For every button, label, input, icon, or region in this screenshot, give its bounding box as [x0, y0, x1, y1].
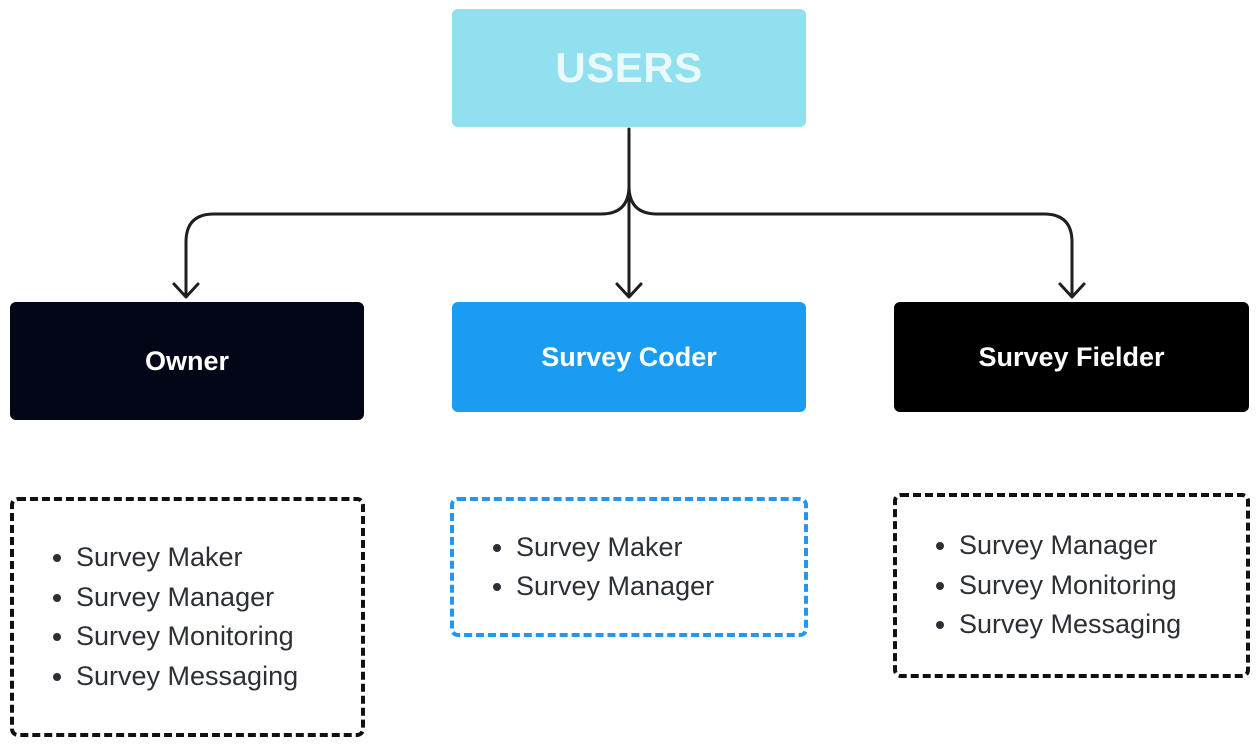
permission-item: Survey Messaging	[76, 657, 298, 697]
permission-item: Survey Manager	[516, 567, 714, 607]
owner-label: Owner	[144, 345, 230, 376]
permission-item: Survey Maker	[76, 538, 298, 578]
survey-coder-label: Survey Coder	[541, 341, 717, 372]
survey-fielder-permissions-list: Survey Manager Survey Monitoring Survey …	[897, 526, 1181, 645]
connector-to-owner	[184, 184, 631, 298]
permission-item: Survey Manager	[959, 526, 1181, 566]
owner-permissions-box: Survey Maker Survey Manager Survey Monit…	[10, 497, 365, 737]
survey-fielder-label: Survey Fielder	[978, 341, 1165, 372]
permission-item: Survey Maker	[516, 528, 714, 568]
permission-item: Survey Manager	[76, 578, 298, 618]
survey-fielder-node: Survey Fielder	[894, 302, 1249, 412]
arrowhead-survey-fielder	[1058, 282, 1086, 299]
survey-coder-permissions-box: Survey Maker Survey Manager	[450, 497, 808, 637]
permission-item: Survey Monitoring	[76, 617, 298, 657]
owner-permissions-list: Survey Maker Survey Manager Survey Monit…	[14, 538, 298, 696]
survey-fielder-permissions-box: Survey Manager Survey Monitoring Survey …	[893, 493, 1250, 678]
permission-item: Survey Monitoring	[959, 566, 1181, 606]
survey-coder-node: Survey Coder	[452, 302, 806, 412]
connector-to-survey-fielder	[627, 184, 1074, 298]
users-node: USERS	[452, 9, 806, 127]
survey-coder-permissions-list: Survey Maker Survey Manager	[454, 528, 714, 607]
arrowhead-owner	[172, 282, 200, 299]
permission-item: Survey Messaging	[959, 605, 1181, 645]
arrowhead-survey-coder	[615, 282, 643, 299]
owner-node: Owner	[10, 302, 364, 420]
users-label: USERS	[555, 44, 703, 91]
